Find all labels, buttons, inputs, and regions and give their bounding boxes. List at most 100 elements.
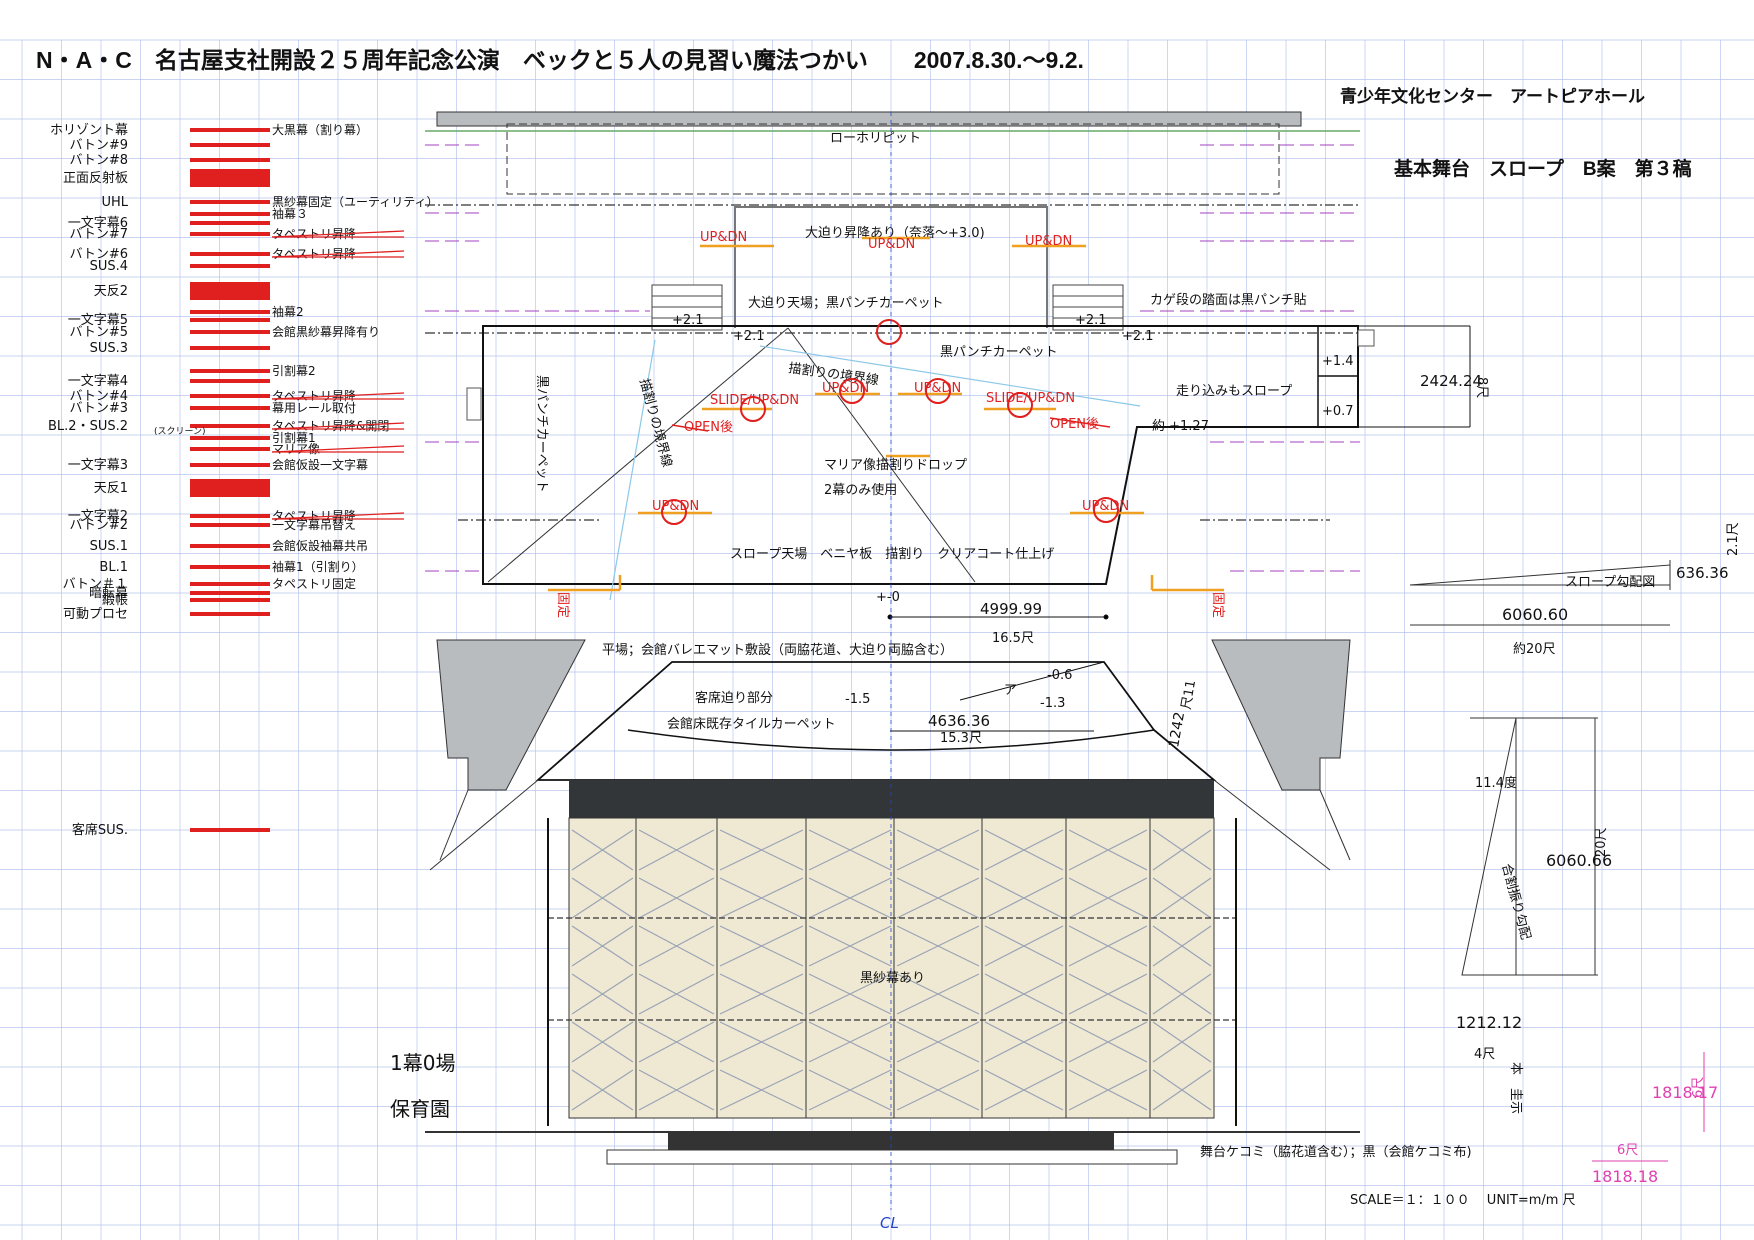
fly-bar-label: バトン#3 bbox=[69, 401, 128, 416]
dimension-lines bbox=[887, 325, 1471, 732]
dim-6060: 6060.60 bbox=[1502, 605, 1568, 624]
dim-1818-17-unit: 6尺 bbox=[1691, 1077, 1706, 1098]
panel-lattice bbox=[571, 1021, 634, 1063]
lift-label: 大迫り昇降あり（奈落〜+3.0) bbox=[805, 226, 985, 241]
cue-updn-5: UP&DN bbox=[914, 381, 961, 396]
height-21d: +2.1 bbox=[1122, 329, 1154, 344]
approx-label: 約 +1.27 bbox=[1152, 419, 1209, 434]
panel-lattice bbox=[984, 1069, 1064, 1111]
prosc-right-edge bbox=[1319, 789, 1351, 861]
fly-bar bbox=[190, 282, 270, 300]
fly-bar bbox=[190, 264, 270, 268]
prosc-left-edge bbox=[439, 789, 469, 861]
panel-lattice bbox=[1152, 925, 1212, 967]
fly-bar-label: ホリゾント幕 bbox=[50, 123, 128, 138]
fly-bar bbox=[190, 828, 270, 832]
deg-label: 11.4度 bbox=[1475, 775, 1517, 791]
open-arrows bbox=[671, 417, 1111, 432]
panel-lattice bbox=[571, 1069, 634, 1111]
fly-bar-note: 会館仮設袖幕共吊 bbox=[272, 538, 368, 553]
fly-bar-label: 一文字幕2 bbox=[68, 509, 128, 524]
fixed-right-label: 固定 bbox=[1210, 592, 1225, 618]
fly-bar bbox=[190, 346, 270, 350]
panel-lattice bbox=[571, 973, 634, 1015]
fly-bar-label: バトン#8 bbox=[69, 153, 128, 168]
fly-bar-label: バトン＃１ bbox=[63, 577, 128, 592]
bl2-suffix: (スクリーン) bbox=[154, 426, 206, 437]
dim-636-unit: 2.1尺 bbox=[1726, 522, 1741, 556]
fly-bar-label: 一文字幕3 bbox=[68, 458, 128, 473]
lift-top-label: 大迫り天場；黒パンチカーペット bbox=[748, 296, 944, 311]
fly-bar bbox=[190, 158, 270, 162]
tile-label: 会館床既存タイルカーペット bbox=[667, 717, 836, 732]
cue-open-2: OPEN後 bbox=[1050, 417, 1099, 432]
fly-bar-note: 袖幕1（引割り） bbox=[272, 559, 364, 574]
low-hori-pit bbox=[506, 123, 1280, 195]
panel-lattice bbox=[1152, 1021, 1212, 1063]
height-m15: -1.5 bbox=[845, 692, 870, 707]
panel-lattice bbox=[1152, 877, 1212, 919]
fly-bar-note: タペストリ固定 bbox=[272, 576, 356, 591]
fly-bar-label: バトン#7 bbox=[69, 227, 128, 242]
height-07: +0.7 bbox=[1322, 404, 1354, 419]
panel-lattice bbox=[808, 973, 892, 1015]
panel-lattice bbox=[719, 1069, 804, 1111]
carpet-vertical-label: 黒パンチカーペット bbox=[534, 375, 549, 493]
height-21a: +2.1 bbox=[672, 313, 704, 328]
height-21c: +2.1 bbox=[1075, 313, 1107, 328]
panel-lattice bbox=[984, 1021, 1064, 1063]
carpet-label: 黒パンチカーペット bbox=[940, 345, 1058, 360]
panel-lattice bbox=[984, 973, 1064, 1015]
panel-lattice bbox=[896, 925, 980, 967]
panel-lattice bbox=[1152, 1069, 1212, 1111]
cue-updn-6: UP&DN bbox=[652, 499, 699, 514]
stage-marker-left bbox=[466, 387, 482, 421]
panel-lattice bbox=[638, 1069, 715, 1111]
dim-4636: 4636.36 bbox=[928, 712, 990, 730]
back-wall bbox=[436, 111, 1302, 127]
panel-lattice bbox=[719, 1021, 804, 1063]
fly-bar-note: マリア像 bbox=[272, 442, 320, 456]
scenery-panel bbox=[1065, 817, 1151, 1119]
orange-marks bbox=[548, 236, 1224, 592]
fly-bar bbox=[190, 221, 270, 225]
fly-bar bbox=[190, 424, 270, 428]
panel-lattice bbox=[719, 925, 804, 967]
panel-lattice bbox=[896, 973, 980, 1015]
boundary-lines bbox=[487, 327, 976, 583]
fly-bar bbox=[190, 330, 270, 334]
fly-bar-label: SUS.3 bbox=[90, 341, 128, 356]
fly-bar bbox=[190, 128, 270, 132]
fly-bar bbox=[190, 143, 270, 147]
dim-1242-unit: 尺11 bbox=[1179, 679, 1199, 711]
boundary-label-2: 描割りの境界線 bbox=[636, 377, 675, 469]
fly-bar bbox=[190, 598, 270, 602]
scenery-panel bbox=[1149, 817, 1215, 1119]
fly-bar bbox=[190, 310, 270, 314]
fly-bar bbox=[190, 612, 270, 616]
place-label: 保育園 bbox=[390, 1097, 450, 1121]
fly-bar bbox=[190, 406, 270, 410]
dim-636: 636.36 bbox=[1676, 564, 1729, 582]
fly-bar-label: UHL bbox=[101, 195, 128, 210]
fly-bar-label: BL.1 bbox=[99, 560, 128, 575]
fly-bar-label: 可動プロセ bbox=[63, 607, 128, 622]
panel-lattice bbox=[984, 925, 1064, 967]
fly-bar bbox=[190, 379, 270, 383]
cue-updn-1: UP&DN bbox=[700, 230, 747, 245]
dim-1818-18-unit: 6尺 bbox=[1617, 1143, 1638, 1158]
cue-updn-7: UP&DN bbox=[1082, 499, 1129, 514]
panel-lattice bbox=[896, 1021, 980, 1063]
fly-bar bbox=[190, 436, 270, 440]
fly-bar bbox=[190, 212, 270, 216]
fly-bar-label: 緞帳 bbox=[102, 592, 128, 608]
fly-bar bbox=[190, 369, 270, 373]
apron-step bbox=[606, 1149, 1178, 1165]
kecomi-bar bbox=[668, 1132, 1114, 1150]
dim-2424: 2424.24 bbox=[1420, 372, 1482, 390]
panel-lattice bbox=[808, 829, 892, 871]
dim-1242: 1242 bbox=[1166, 711, 1188, 749]
fly-bar bbox=[190, 544, 270, 548]
panel-lattice bbox=[638, 829, 715, 871]
